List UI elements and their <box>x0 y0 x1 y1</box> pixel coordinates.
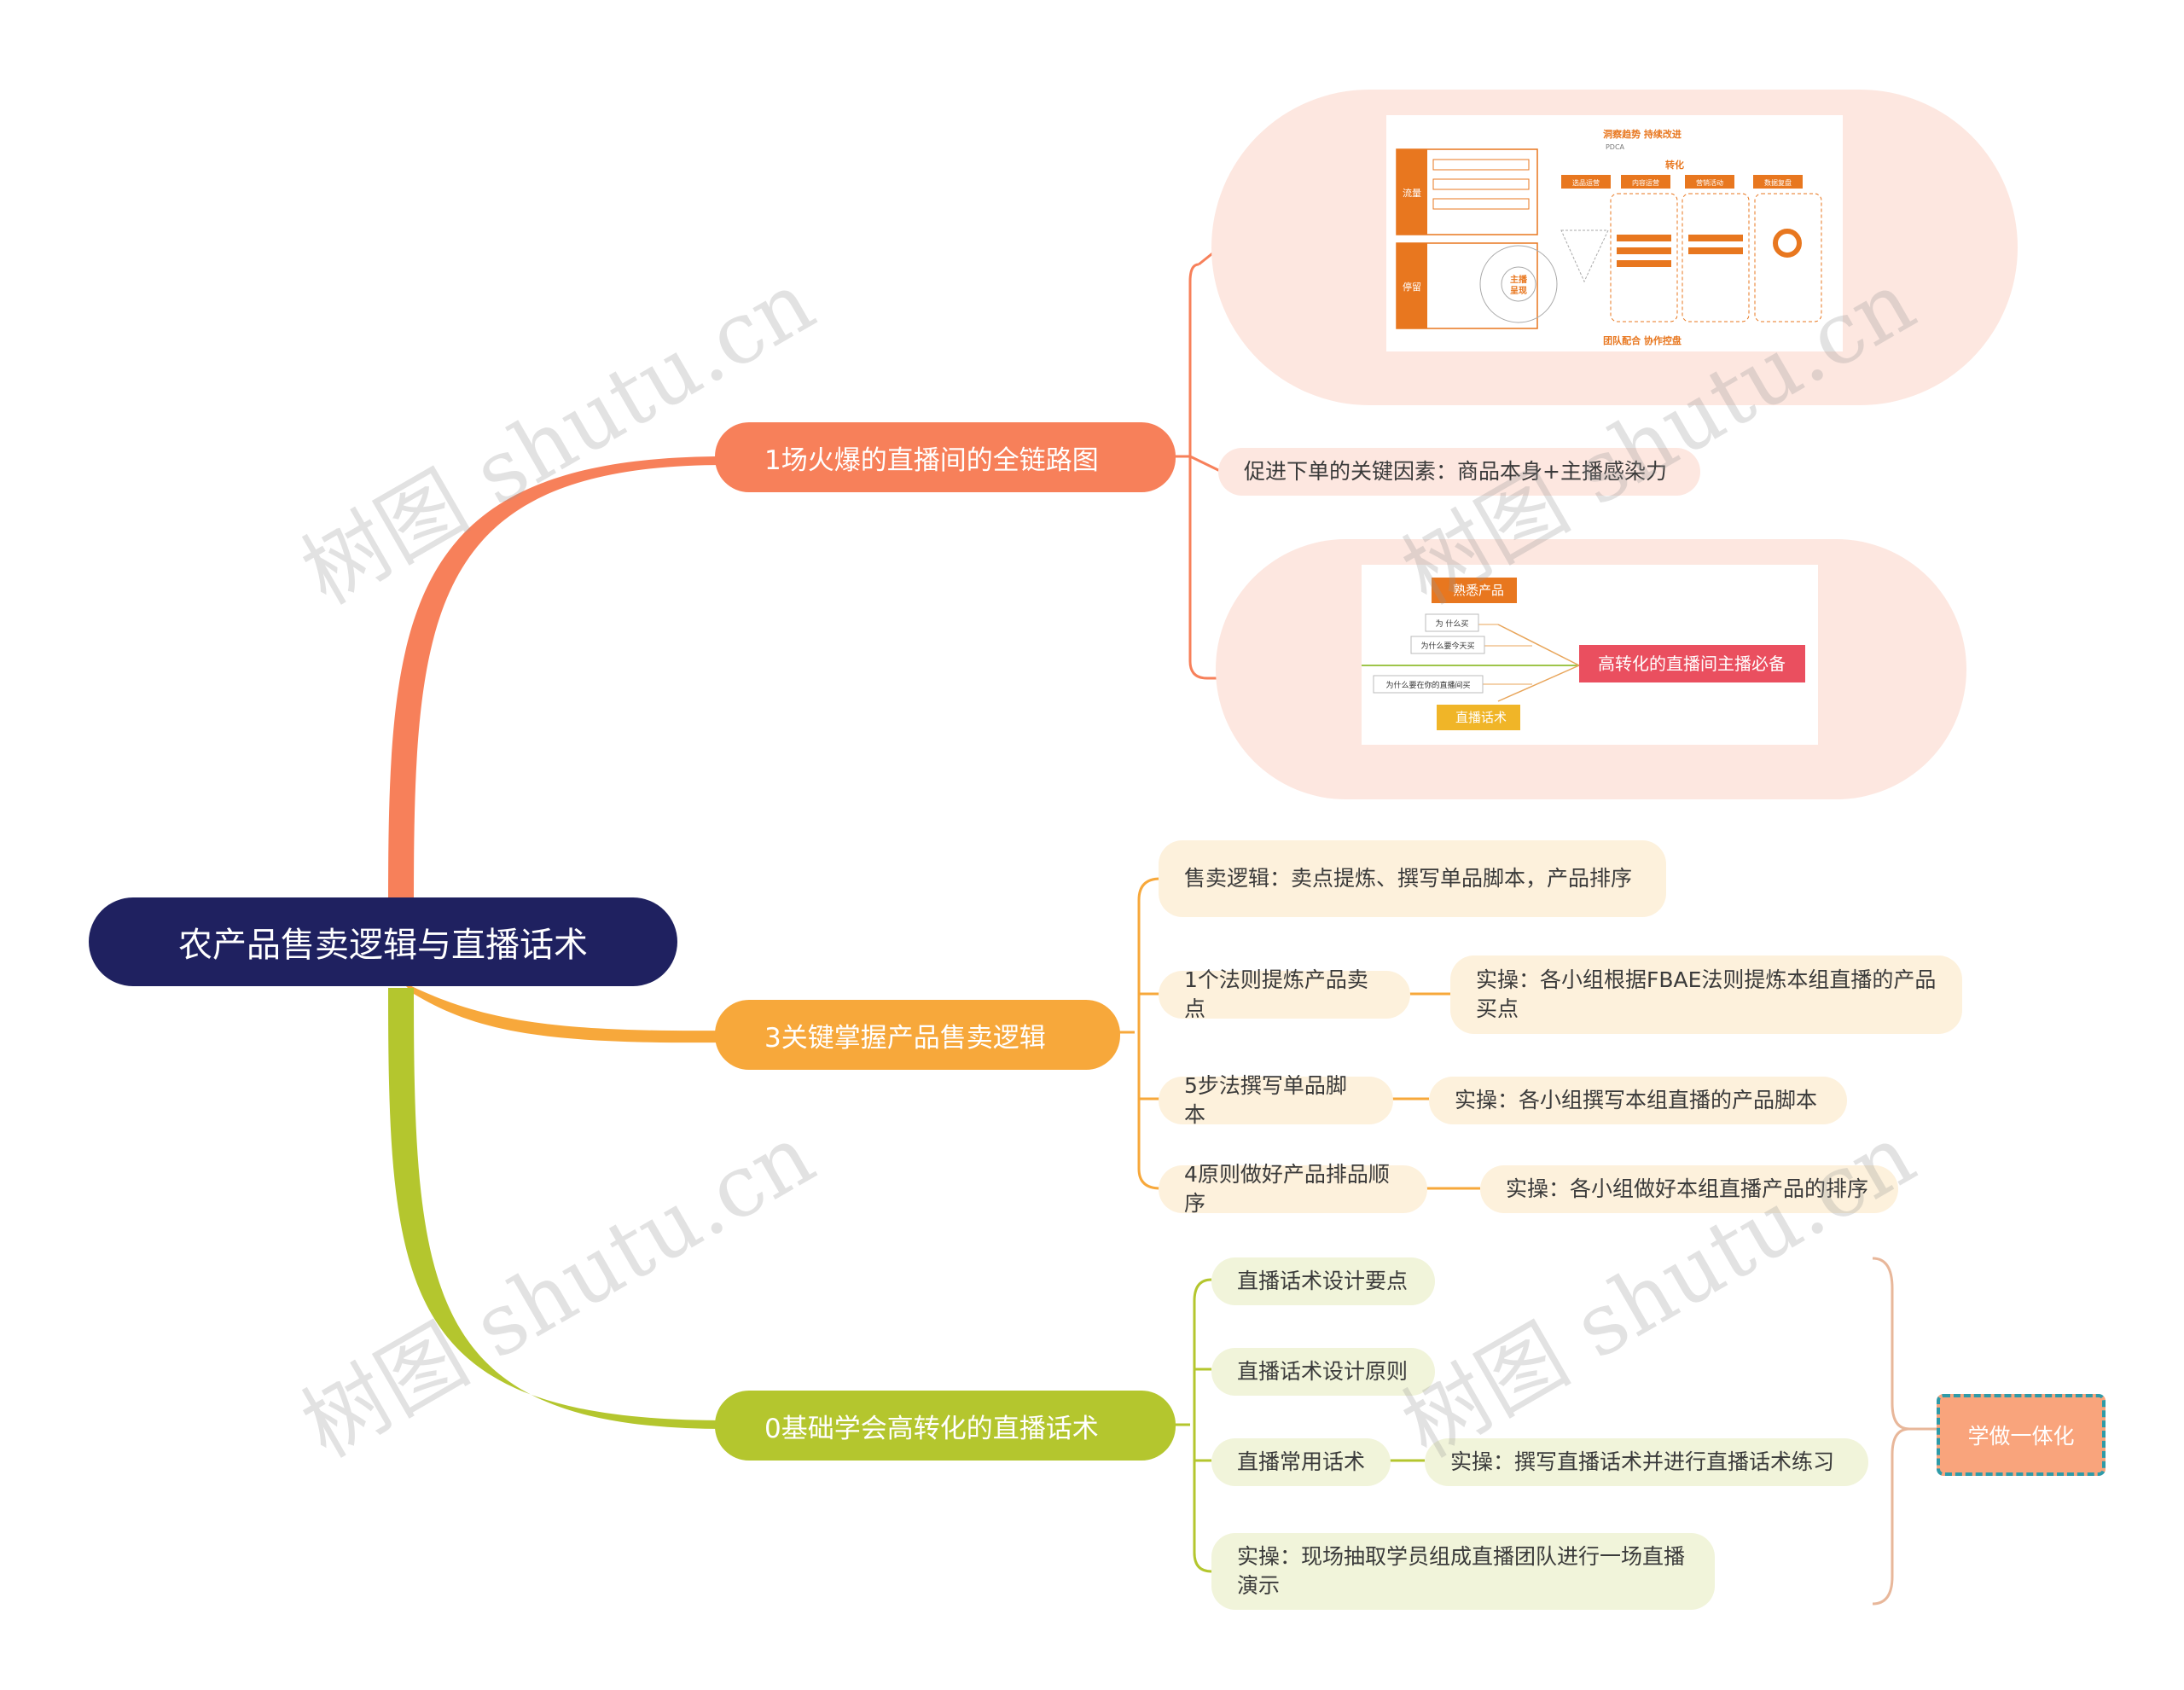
svg-text:呈现: 呈现 <box>1510 286 1527 296</box>
branch-2-child-2[interactable]: 1个法则提炼产品卖点 <box>1159 967 1410 1021</box>
branch-2-child-1-label: 售卖逻辑：卖点提炼、撰写单品脚本，产品排序 <box>1184 866 1633 891</box>
branch-node-1[interactable]: 1场火爆的直播间的全链路图 <box>715 422 1176 492</box>
link-root-branch1 <box>388 456 725 906</box>
branch-node-3[interactable]: 0基础学会高转化的直播话术 <box>715 1391 1176 1461</box>
branch-1-note-label: 促进下单的关键因素：商品本身+主播感染力 <box>1244 459 1667 484</box>
branch-3-label: 0基础学会高转化的直播话术 <box>764 1413 1099 1444</box>
svg-text:为 什么买: 为 什么买 <box>1436 619 1469 629</box>
branch-3-child-1-label: 直播话术设计要点 <box>1237 1269 1409 1293</box>
branch-2-child-3[interactable]: 5步法撰写单品脚本 <box>1159 1073 1393 1127</box>
branch-3-child-4-label: 实操：现场抽取学员组成直播团队进行一场直播演示 <box>1237 1544 1686 1598</box>
link-root-branch3 <box>388 988 725 1429</box>
svg-text:主播: 主播 <box>1510 274 1528 285</box>
svg-text:转化: 转化 <box>1665 159 1684 171</box>
branch-3-child-1[interactable]: 直播话术设计要点 <box>1211 1257 1435 1305</box>
branch-3-child-4[interactable]: 实操：现场抽取学员组成直播团队进行一场直播演示 <box>1211 1533 1715 1610</box>
root-label: 农产品售卖逻辑与直播话术 <box>178 926 588 965</box>
branch-2-child-1[interactable]: 售卖逻辑：卖点提炼、撰写单品脚本，产品排序 <box>1159 840 1666 917</box>
branch-1-note[interactable]: 促进下单的关键因素：商品本身+主播感染力 <box>1218 448 1700 496</box>
branch-2-child-2-detail[interactable]: 实操：各小组根据FBAE法则提炼本组直播的产品买点 <box>1450 955 1962 1034</box>
host-essentials-diagram-image: 熟悉产品 为 什么买 为什么要今天买 为什么要在你的直播间买 直播话术 高转化的… <box>1362 565 1818 745</box>
branch-3-child-3[interactable]: 直播常用话术 <box>1211 1438 1391 1486</box>
branch-2-child-3-detail-label: 实操：各小组撰写本组直播的产品脚本 <box>1455 1088 1818 1112</box>
svg-text:营销活动: 营销活动 <box>1696 178 1723 187</box>
links-branch3 <box>1173 1278 1425 1573</box>
branch-node-2[interactable]: 3关键掌握产品售卖逻辑 <box>715 1000 1120 1070</box>
fullchain-diagram-image: 洞察趋势 持续改进 PDCA 转化 流量 停留 主播 呈现 选品运营 内容运营 … <box>1386 115 1843 351</box>
svg-text:为什么要今天买: 为什么要今天买 <box>1420 641 1474 651</box>
svg-text:高转化的直播间主播必备: 高转化的直播间主播必备 <box>1598 653 1786 674</box>
branch-2-child-4-label: 4原则做好产品排品顺序 <box>1184 1162 1390 1216</box>
svg-text:熟悉产品: 熟悉产品 <box>1453 583 1504 598</box>
svg-text:直播话术: 直播话术 <box>1455 710 1507 725</box>
img1-top: 洞察趋势 持续改进 <box>1603 128 1682 140</box>
branch-2-child-2-label: 1个法则提炼产品卖点 <box>1184 967 1368 1021</box>
branch-3-child-3-detail-label: 实操：撰写直播话术并进行直播话术练习 <box>1450 1449 1835 1474</box>
branch-2-child-4-detail-label: 实操：各小组做好本组直播产品的排序 <box>1506 1176 1869 1201</box>
link-root-branch2 <box>401 981 725 1043</box>
summary-bracket <box>1872 1257 1910 1606</box>
svg-text:数据复盘: 数据复盘 <box>1764 178 1792 187</box>
branch-1-label: 1场火爆的直播间的全链路图 <box>764 444 1099 476</box>
branch-3-child-2-label: 直播话术设计原则 <box>1237 1359 1409 1384</box>
links-branch2 <box>1118 877 1480 1190</box>
svg-text:内容运营: 内容运营 <box>1632 178 1659 187</box>
summary-label: 学做一体化 <box>1967 1424 2075 1449</box>
summary-node[interactable]: 学做一体化 <box>1937 1394 2106 1476</box>
root-node[interactable]: 农产品售卖逻辑与直播话术 <box>89 897 677 986</box>
branch-2-child-4-detail[interactable]: 实操：各小组做好本组直播产品的排序 <box>1480 1165 1898 1213</box>
branch-3-child-2[interactable]: 直播话术设计原则 <box>1211 1348 1435 1396</box>
branch-2-label: 3关键掌握产品售卖逻辑 <box>764 1022 1046 1054</box>
svg-text:选品运营: 选品运营 <box>1572 178 1600 187</box>
branch-2-child-3-label: 5步法撰写单品脚本 <box>1184 1073 1347 1127</box>
links-branch1 <box>1173 246 1221 680</box>
branch-3-child-3-detail[interactable]: 实操：撰写直播话术并进行直播话术练习 <box>1425 1438 1868 1486</box>
svg-text:停留: 停留 <box>1403 281 1421 293</box>
svg-text:流量: 流量 <box>1403 187 1421 199</box>
svg-text:团队配合 协作控盘: 团队配合 协作控盘 <box>1603 334 1682 346</box>
branch-2-child-3-detail[interactable]: 实操：各小组撰写本组直播的产品脚本 <box>1429 1077 1847 1124</box>
branch-2-child-4[interactable]: 4原则做好产品排品顺序 <box>1159 1162 1427 1216</box>
branch-2-child-2-detail-label: 实操：各小组根据FBAE法则提炼本组直播的产品买点 <box>1476 967 1937 1021</box>
svg-text:为什么要在你的直播间买: 为什么要在你的直播间买 <box>1385 680 1470 690</box>
svg-text:PDCA: PDCA <box>1606 143 1625 151</box>
branch-3-child-3-label: 直播常用话术 <box>1237 1449 1366 1474</box>
